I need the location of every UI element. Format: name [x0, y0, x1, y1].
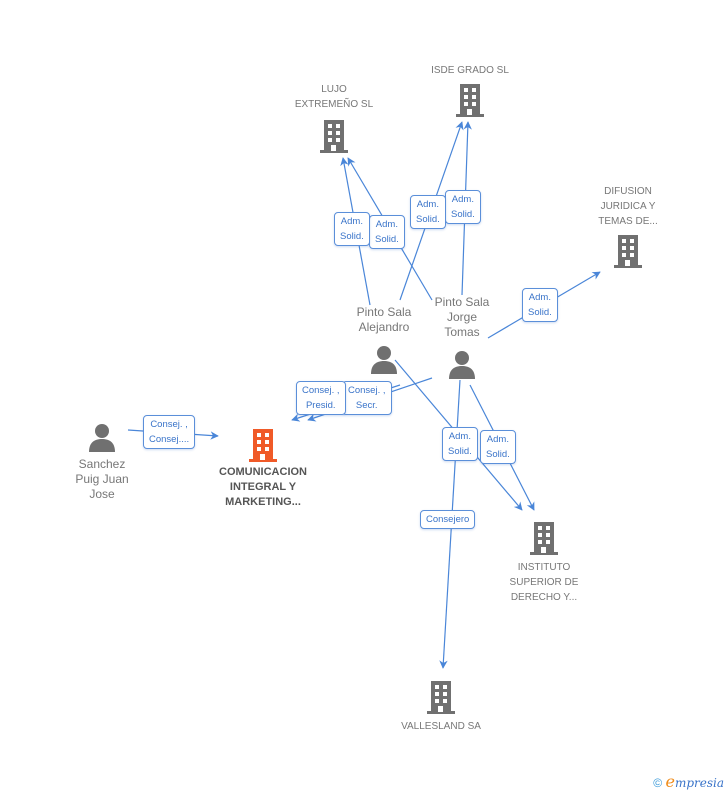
relation-label-consejero[interactable]: Consejero	[420, 510, 476, 529]
node-pinto-sala-alejandro[interactable]: Pinto Sala Alejandro	[344, 305, 424, 375]
node-sanchez-puig-juan-jose[interactable]: Sanchez Puig Juan Jose	[62, 423, 142, 502]
relation-text: Adm.	[375, 219, 398, 230]
building-icon	[614, 235, 642, 268]
relation-label-adm-solid[interactable]: Adm. Solid.	[522, 288, 558, 322]
node-label: Puig Juan	[75, 472, 129, 486]
relation-text: Consej. ,	[150, 419, 188, 430]
node-label: DIFUSION	[604, 186, 652, 197]
node-label: JURIDICA Y	[600, 201, 656, 212]
node-label: EXTREMEÑO SL	[294, 99, 374, 110]
node-label: Jose	[89, 487, 115, 501]
relation-text: Consejero	[426, 514, 470, 525]
node-label: LUJO	[321, 84, 347, 95]
node-label: INTEGRAL Y	[229, 481, 297, 493]
logo-text: mpresia	[674, 776, 724, 790]
node-label: Tomas	[444, 325, 480, 339]
relation-label-adm-solid[interactable]: Adm. Solid.	[369, 215, 405, 249]
node-label: Jorge	[446, 310, 478, 324]
relation-text: Adm.	[340, 216, 363, 227]
node-vallesland[interactable]: VALLESLAND SA	[391, 679, 491, 734]
relation-text: Solid.	[340, 231, 364, 242]
building-icon	[427, 681, 455, 714]
node-label: Alejandro	[358, 320, 410, 334]
empresia-logo: empresia	[665, 772, 724, 791]
node-difusion-juridica[interactable]: DIFUSION JURIDICA Y TEMAS DE...	[582, 184, 674, 269]
building-icon	[530, 522, 558, 555]
node-label: ISDE GRADO SL	[431, 65, 509, 76]
node-label: COMUNICACION	[219, 466, 307, 478]
relation-text: Solid.	[528, 307, 552, 318]
relation-text: Adm.	[451, 194, 474, 205]
relation-label-consej-consej[interactable]: Consej. , Consej....	[143, 415, 196, 449]
relation-text: Solid.	[451, 209, 475, 220]
node-label: INSTITUTO	[517, 562, 571, 573]
relation-text: Consej. ,	[302, 385, 340, 396]
node-label: SUPERIOR DE	[509, 577, 579, 588]
relation-text: Solid.	[416, 214, 440, 225]
building-icon	[456, 84, 484, 117]
relation-text: Solid.	[375, 234, 399, 245]
node-label: VALLESLAND SA	[401, 721, 481, 732]
node-label: TEMAS DE...	[598, 216, 658, 227]
node-isde-grado[interactable]: ISDE GRADO SL	[418, 63, 522, 118]
node-label: MARKETING...	[225, 496, 301, 508]
relation-text: Adm.	[528, 292, 551, 303]
relation-text: Consej. ,	[348, 385, 386, 396]
person-icon	[449, 351, 475, 379]
relation-text: Presid.	[305, 400, 336, 411]
node-label: Pinto Sala	[434, 295, 490, 309]
relation-text: Adm.	[448, 431, 471, 442]
node-label: Sanchez	[78, 457, 126, 471]
relation-label-consej-secr[interactable]: Consej. , Secr.	[342, 381, 392, 415]
person-icon	[89, 424, 115, 452]
person-icon	[371, 346, 397, 374]
relation-label-adm-solid[interactable]: Adm. Solid.	[445, 190, 481, 224]
relation-label-adm-solid[interactable]: Adm. Solid.	[334, 212, 370, 246]
relation-text: Secr.	[355, 400, 378, 411]
node-lujo-extremeno[interactable]: LUJO EXTREMEÑO SL	[284, 82, 384, 154]
relation-text: Adm.	[416, 199, 439, 210]
node-comunicacion-integral[interactable]: COMUNICACION INTEGRAL Y MARKETING...	[203, 427, 323, 510]
node-pinto-sala-jorge-tomas[interactable]: Pinto Sala Jorge Tomas	[422, 295, 502, 380]
relation-label-adm-solid[interactable]: Adm. Solid.	[442, 427, 478, 461]
relation-text: Adm.	[486, 434, 509, 445]
building-icon	[249, 429, 277, 462]
copyright-icon: ©	[653, 776, 663, 790]
relation-text: Solid.	[486, 449, 510, 460]
node-label: Pinto Sala	[356, 305, 412, 319]
relation-label-adm-solid[interactable]: Adm. Solid.	[480, 430, 516, 464]
empresia-watermark: © empresia	[653, 772, 724, 791]
relation-label-consej-presid[interactable]: Consej. , Presid.	[296, 381, 346, 415]
logo-initial: e	[665, 772, 675, 791]
building-icon	[320, 120, 348, 153]
node-label: DERECHO Y...	[510, 592, 578, 603]
node-instituto-superior[interactable]: INSTITUTO SUPERIOR DE DERECHO Y...	[499, 520, 589, 605]
relation-text: Consej....	[149, 434, 190, 445]
relation-text: Solid.	[448, 446, 472, 457]
relation-label-adm-solid[interactable]: Adm. Solid.	[410, 195, 446, 229]
